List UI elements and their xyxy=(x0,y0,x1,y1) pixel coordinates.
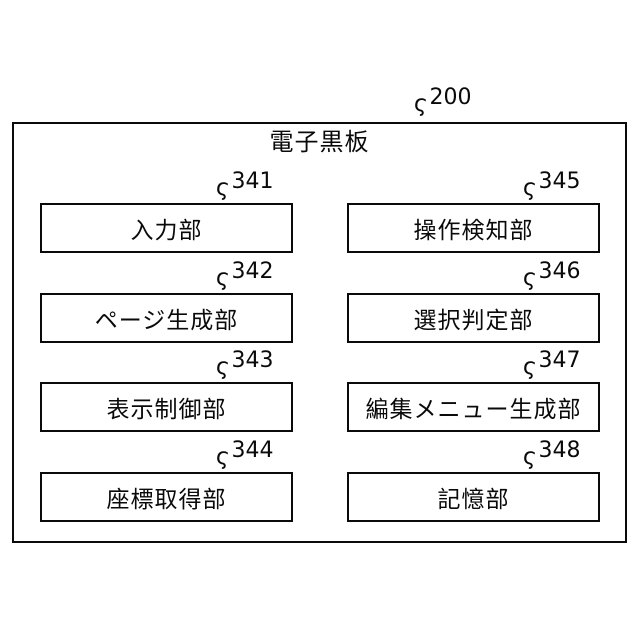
block-page-generation-unit: ページ生成部 xyxy=(40,293,293,343)
ref-number: 348 xyxy=(538,438,581,463)
block-selection-determination-unit: 選択判定部 xyxy=(347,293,600,343)
block-edit-menu-generation-unit: 編集メニュー生成部 xyxy=(347,382,600,432)
ref-number: 346 xyxy=(538,259,581,284)
block-label: 入力部 xyxy=(130,218,203,244)
leader-squiggle-icon: ς xyxy=(521,353,539,381)
block-label: 表示制御部 xyxy=(106,397,227,423)
ref-number: 200 xyxy=(429,85,472,110)
block-label: ページ生成部 xyxy=(94,308,239,334)
block-label: 編集メニュー生成部 xyxy=(365,397,582,423)
ref-number: 347 xyxy=(538,348,581,373)
leader-squiggle-icon: ς xyxy=(214,443,232,471)
ref-number: 341 xyxy=(231,169,274,194)
ref-number: 345 xyxy=(538,169,581,194)
block-input-unit: 入力部 xyxy=(40,203,293,253)
leader-squiggle-icon: ς xyxy=(412,90,430,118)
diagram-title: 電子黒板 xyxy=(269,128,370,156)
leader-squiggle-icon: ς xyxy=(521,264,539,292)
ref-number: 343 xyxy=(231,348,274,373)
block-coordinate-acquisition-unit: 座標取得部 xyxy=(40,472,293,522)
ref-number: 344 xyxy=(231,438,274,463)
leader-squiggle-icon: ς xyxy=(521,443,539,471)
block-storage-unit: 記憶部 xyxy=(347,472,600,522)
block-display-control-unit: 表示制御部 xyxy=(40,382,293,432)
block-label: 座標取得部 xyxy=(106,487,227,513)
leader-squiggle-icon: ς xyxy=(521,174,539,202)
block-label: 操作検知部 xyxy=(413,218,534,244)
block-label: 記憶部 xyxy=(437,487,510,513)
leader-squiggle-icon: ς xyxy=(214,174,232,202)
block-operation-detection-unit: 操作検知部 xyxy=(347,203,600,253)
leader-squiggle-icon: ς xyxy=(214,264,232,292)
ref-number: 342 xyxy=(231,259,274,284)
block-label: 選択判定部 xyxy=(413,308,534,334)
leader-squiggle-icon: ς xyxy=(214,353,232,381)
